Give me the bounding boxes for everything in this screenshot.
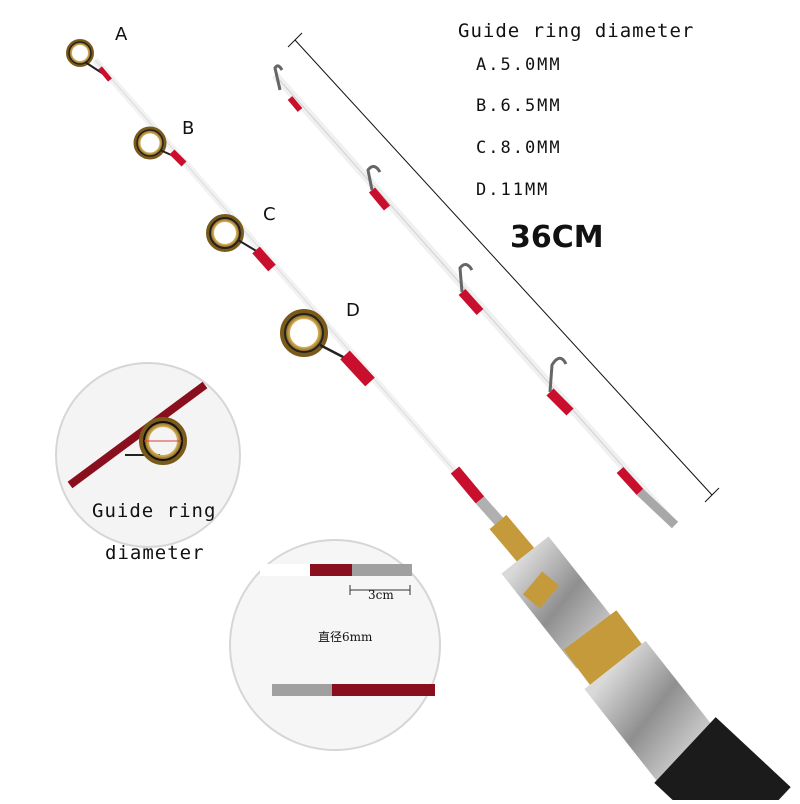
guide-b	[133, 126, 187, 167]
guide-label-c: C	[263, 204, 276, 225]
right-rod	[272, 64, 679, 529]
side-guide	[458, 263, 484, 316]
handle-gold-collar	[489, 514, 539, 568]
rod-handle	[489, 514, 791, 804]
length-dimension-line	[287, 32, 720, 503]
guide-a	[66, 39, 112, 82]
side-guide	[546, 356, 574, 416]
guide-label-d: D	[346, 300, 360, 321]
spec-size-d: D.11MM	[476, 180, 550, 200]
spec-size-a: A.5.0MM	[476, 55, 562, 75]
inset-caption-line2: diameter	[105, 542, 205, 564]
tip-length-label: 3cm	[368, 588, 394, 602]
spec-size-b: B.6.5MM	[476, 96, 562, 116]
tip-diameter-label: 直径6mm	[318, 630, 373, 644]
rod-length-label: 36CM	[510, 220, 604, 255]
side-guide	[273, 64, 303, 112]
guide-c	[206, 214, 276, 272]
side-guide	[366, 165, 391, 211]
spec-title: Guide ring diameter	[458, 20, 695, 42]
handle-metal-ring	[584, 640, 721, 785]
inset-ring-detail	[55, 362, 241, 548]
spec-size-c: C.8.0MM	[476, 138, 562, 158]
guide-d	[280, 309, 375, 387]
reel-seat-window	[522, 571, 560, 609]
guide-label-a: A	[115, 24, 128, 45]
rod-red-band	[450, 466, 485, 504]
handle-grip	[654, 717, 791, 804]
inset-caption-line1: Guide ring	[92, 500, 217, 522]
inset-tip-detail	[229, 539, 441, 751]
guide-label-b: B	[182, 118, 195, 139]
